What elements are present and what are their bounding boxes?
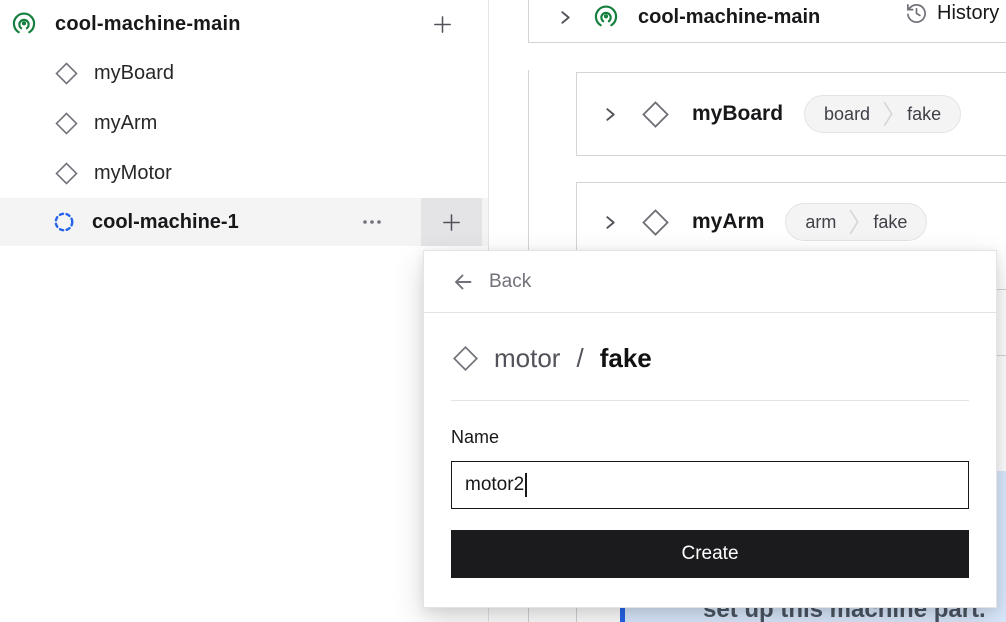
add-component-button[interactable] [431,13,454,36]
create-resource-modal: Back motor / fake Name motor2 Create [423,250,997,608]
badge-type: board [824,103,871,124]
resource-type-badge: arm fake [785,203,928,241]
part-more-menu-button[interactable] [360,210,384,234]
plus-icon [440,211,463,234]
sidebar-item-mymotor[interactable]: myMotor [0,148,488,198]
history-button[interactable]: History [905,2,999,25]
back-button[interactable]: Back [451,270,531,294]
section-machine-name: cool-machine-main [638,5,821,28]
sidebar-item-label: myMotor [94,161,172,184]
history-label: History [937,2,1000,24]
component-diamond-icon [54,161,79,186]
ellipsis-icon [360,210,384,234]
expand-chevron-icon[interactable] [602,106,619,123]
machine-name: cool-machine-main [55,12,241,35]
machine-icon [11,11,37,37]
resource-type-badge: board fake [804,95,962,133]
modal-body: motor / fake Name motor2 Create [424,343,996,578]
sidebar-item-label: myArm [94,111,158,134]
resource-subtype: motor [494,343,561,373]
sidebar-part-label: cool-machine-1 [92,210,239,233]
plus-icon [431,13,454,36]
machine-section-header: cool-machine-main History [528,0,1006,43]
badge-divider-chevron-icon [849,207,860,237]
badge-type: arm [805,211,837,232]
component-diamond-icon [54,61,79,86]
resource-card-myboard: myBoard board fake [576,72,1006,156]
sidebar-part-cool-machine-1[interactable]: cool-machine-1 [0,198,488,246]
part-add-resource-button[interactable] [421,198,482,246]
sidebar-item-myboard[interactable]: myBoard [0,48,488,98]
component-diamond-icon [451,344,480,373]
divider [451,400,969,401]
badge-model: fake [907,103,942,124]
name-input-value: motor2 [465,474,525,495]
resource-name: myArm [692,210,765,233]
name-label: Name [451,427,500,447]
history-icon [905,2,928,25]
arrow-left-icon [451,270,475,294]
modal-title: motor / fake [451,343,969,374]
sidebar-item-label: myBoard [94,61,175,84]
create-button[interactable]: Create [451,530,969,578]
sidebar-item-myarm[interactable]: myArm [0,98,488,148]
name-input[interactable]: motor2 [451,461,969,509]
badge-divider-chevron-icon [883,99,894,129]
modal-back-row: Back [424,251,996,313]
text-caret [525,473,528,497]
component-diamond-icon [640,99,671,130]
sidebar-machine-row[interactable]: cool-machine-main [0,0,488,48]
badge-model: fake [873,211,908,232]
sidebar: cool-machine-main myBoard myArm myMot [0,0,489,622]
back-label: Back [489,270,532,292]
subtype-model-separator: / [576,343,584,373]
component-diamond-icon [640,207,671,238]
component-diamond-icon [54,111,79,136]
collapse-chevron-icon[interactable] [557,9,574,26]
resource-model: fake [599,343,652,373]
resource-name: myBoard [692,102,784,125]
machine-icon [593,4,619,30]
remote-part-dashed-circle-icon [53,211,75,233]
expand-chevron-icon[interactable] [602,214,619,231]
